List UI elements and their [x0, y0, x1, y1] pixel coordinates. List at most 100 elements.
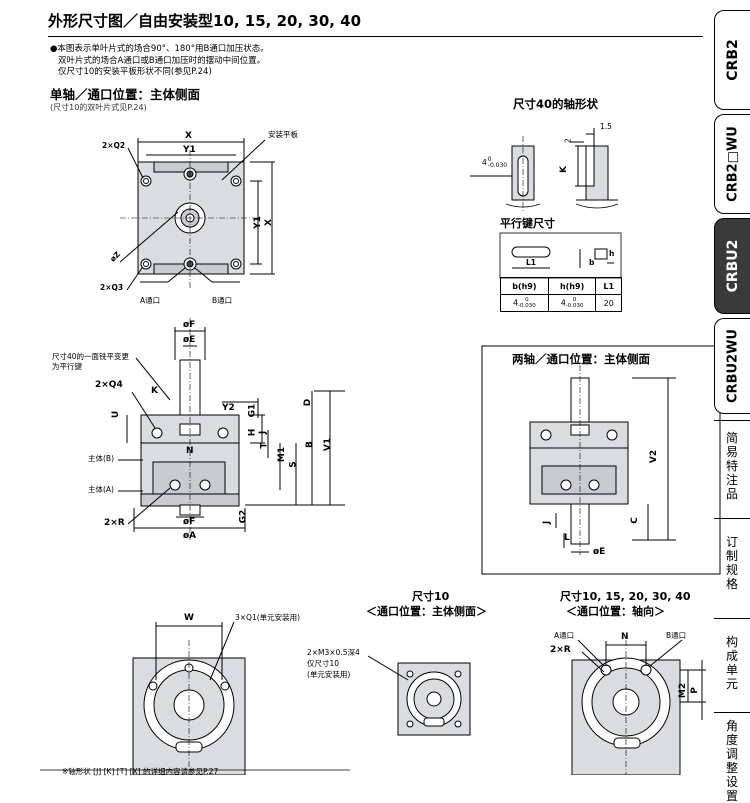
shaft-40-heading: 尺寸40的轴形状	[513, 97, 599, 111]
dim-2: 2	[563, 138, 573, 144]
shaft-tol-sup: 0	[487, 156, 492, 163]
key-header-l1: L1	[595, 277, 622, 295]
tab-crbu2[interactable]: CRBU2	[714, 218, 750, 314]
axial-port-a: A通口	[554, 631, 575, 640]
key-h-sup: 0	[572, 297, 577, 303]
note-line-1: ●本图表示单叶片式的场合90°、180°用B通口加压状态。	[50, 44, 269, 54]
key-b-sup: 0	[525, 297, 529, 303]
key-h-value: 4	[560, 298, 566, 308]
key-table-header-row: b(h9) h(h9) L1	[500, 277, 622, 295]
vtab-simple-special[interactable]: 简易特注品	[714, 420, 750, 516]
dim-t: T	[259, 442, 270, 449]
shaft-tol-sub: -0.030	[487, 162, 508, 169]
note-line-3: 仅尺寸10的安装平板形状不同(参见P.24)	[58, 67, 212, 77]
label-port-b: B通口	[212, 296, 233, 305]
label-q3: 2×Q3	[100, 283, 124, 292]
key-h: h	[609, 249, 615, 258]
dim-h: H	[247, 428, 258, 437]
dim-y1: Y1	[183, 145, 196, 155]
label-mounting-plate: 安装平板	[268, 130, 298, 139]
dim-j: J	[258, 430, 269, 435]
vtab-simple-special-label: 简易特注品	[725, 431, 738, 501]
axial-dim-m2: M2	[678, 682, 689, 699]
dim-phi-e-double: øE	[593, 547, 606, 557]
vtab-angle[interactable]: 角度调整设置	[714, 712, 750, 803]
dim-n: N	[186, 446, 194, 456]
tab-crbu2-label: CRBU2	[724, 239, 741, 293]
dim-g1: G1	[247, 403, 258, 418]
key-b-sub: -0.030	[518, 303, 536, 309]
tab-crb2-label: CRB2	[724, 39, 741, 81]
label-port-a: A通口	[140, 296, 161, 305]
key-header-b: b(h9)	[500, 277, 549, 295]
vtab-custom-spec[interactable]: 订制规格	[714, 518, 750, 616]
dim-u: U	[111, 410, 122, 419]
vtab-custom-spec-label: 订制规格	[725, 535, 738, 591]
size10-subtitle: ＜通口位置：主体侧面＞	[366, 605, 487, 618]
dim-b: B	[304, 441, 315, 448]
dim-m1: M1	[277, 446, 288, 463]
dim-c: C	[629, 517, 640, 524]
key-l1: L1	[526, 258, 536, 267]
axial-label-r: 2×R	[550, 645, 571, 655]
dim-1-5: 1.5	[600, 122, 612, 131]
side-note-1: 尺寸40的一面铣平变更	[52, 352, 130, 361]
axial-dim-p: P	[689, 687, 700, 694]
label-q1: 3×Q1(单元安装用)	[235, 613, 301, 622]
label-q2: 2×Q2	[102, 141, 126, 150]
double-shaft-heading: 两轴／通口位置：主体侧面	[512, 352, 650, 366]
tab-crbu2wu-label: CRBU2WU	[725, 329, 740, 403]
title-rule	[48, 36, 703, 37]
tab-crb2wu[interactable]: CRB2□WU	[714, 114, 750, 214]
page-title: 外形尺寸图／自由安装型10, 15, 20, 30, 40	[48, 12, 362, 30]
drawing-canvas	[40, 128, 721, 775]
key-cell-l1: 20	[595, 294, 622, 312]
key-b-value: 4	[512, 298, 519, 308]
m3-note-1: 2×M3×0.5深4	[307, 648, 360, 657]
dim-y2: Y2	[222, 403, 235, 413]
dim-x-vertical: X	[263, 219, 274, 226]
vtab-unit-label: 构成单元	[725, 635, 738, 691]
axial-subtitle: ＜通口位置：轴向＞	[566, 605, 665, 618]
m3-note-2: 仅尺寸10	[307, 659, 340, 668]
tab-crb2wu-label: CRB2□WU	[725, 126, 740, 202]
dim-j-double: J	[542, 520, 553, 525]
footer-note: ※轴形状 [J] [K] [T] [X] 的详细内容请参见P.27	[62, 767, 219, 776]
key-header-h: h(h9)	[547, 277, 597, 295]
shaft-tol-value: 4	[482, 158, 487, 167]
dim-v1: V1	[323, 437, 334, 452]
axial-dim-n: N	[621, 632, 629, 642]
dim-phi-a: øA	[183, 531, 197, 541]
size10-title: 尺寸10	[412, 590, 450, 603]
m3-note-3: (单元安装用)	[307, 670, 351, 679]
label-body-b: 主体(B)	[88, 454, 114, 463]
label-q4: 2×Q4	[95, 380, 123, 390]
shaft-tolerance: 40-0.030	[482, 157, 507, 169]
key-h-sub: -0.030	[565, 303, 584, 309]
label-r: 2×R	[104, 518, 125, 528]
dim-g2: G2	[238, 509, 249, 524]
tab-crbu2wu[interactable]: CRBU2WU	[714, 318, 750, 414]
label-body-a: 主体(A)	[88, 485, 114, 494]
dim-y1-vertical: Y1	[252, 216, 263, 229]
dim-k-shaft: K	[558, 166, 569, 173]
vtab-angle-label: 角度调整设置	[725, 719, 738, 803]
dim-phi-f: øF	[183, 320, 196, 330]
key-b: b	[589, 258, 595, 267]
single-shaft-heading: 单轴／通口位置：主体侧面	[50, 87, 201, 102]
dim-phi-e: øE	[183, 335, 196, 345]
dim-l: L	[564, 533, 570, 543]
dim-k: K	[151, 386, 158, 396]
vtab-unit[interactable]: 构成单元	[714, 618, 750, 712]
dim-v2: V2	[649, 449, 660, 464]
single-shaft-subnote: (尺寸10的双叶片式见P.24)	[50, 103, 147, 112]
side-note-2: 为平行键	[52, 362, 82, 371]
dim-x: X	[185, 131, 192, 141]
dim-s: S	[288, 461, 299, 468]
dim-d: D	[303, 398, 314, 407]
tab-crb2[interactable]: CRB2	[714, 10, 750, 110]
axial-port-b: B通口	[666, 631, 687, 640]
